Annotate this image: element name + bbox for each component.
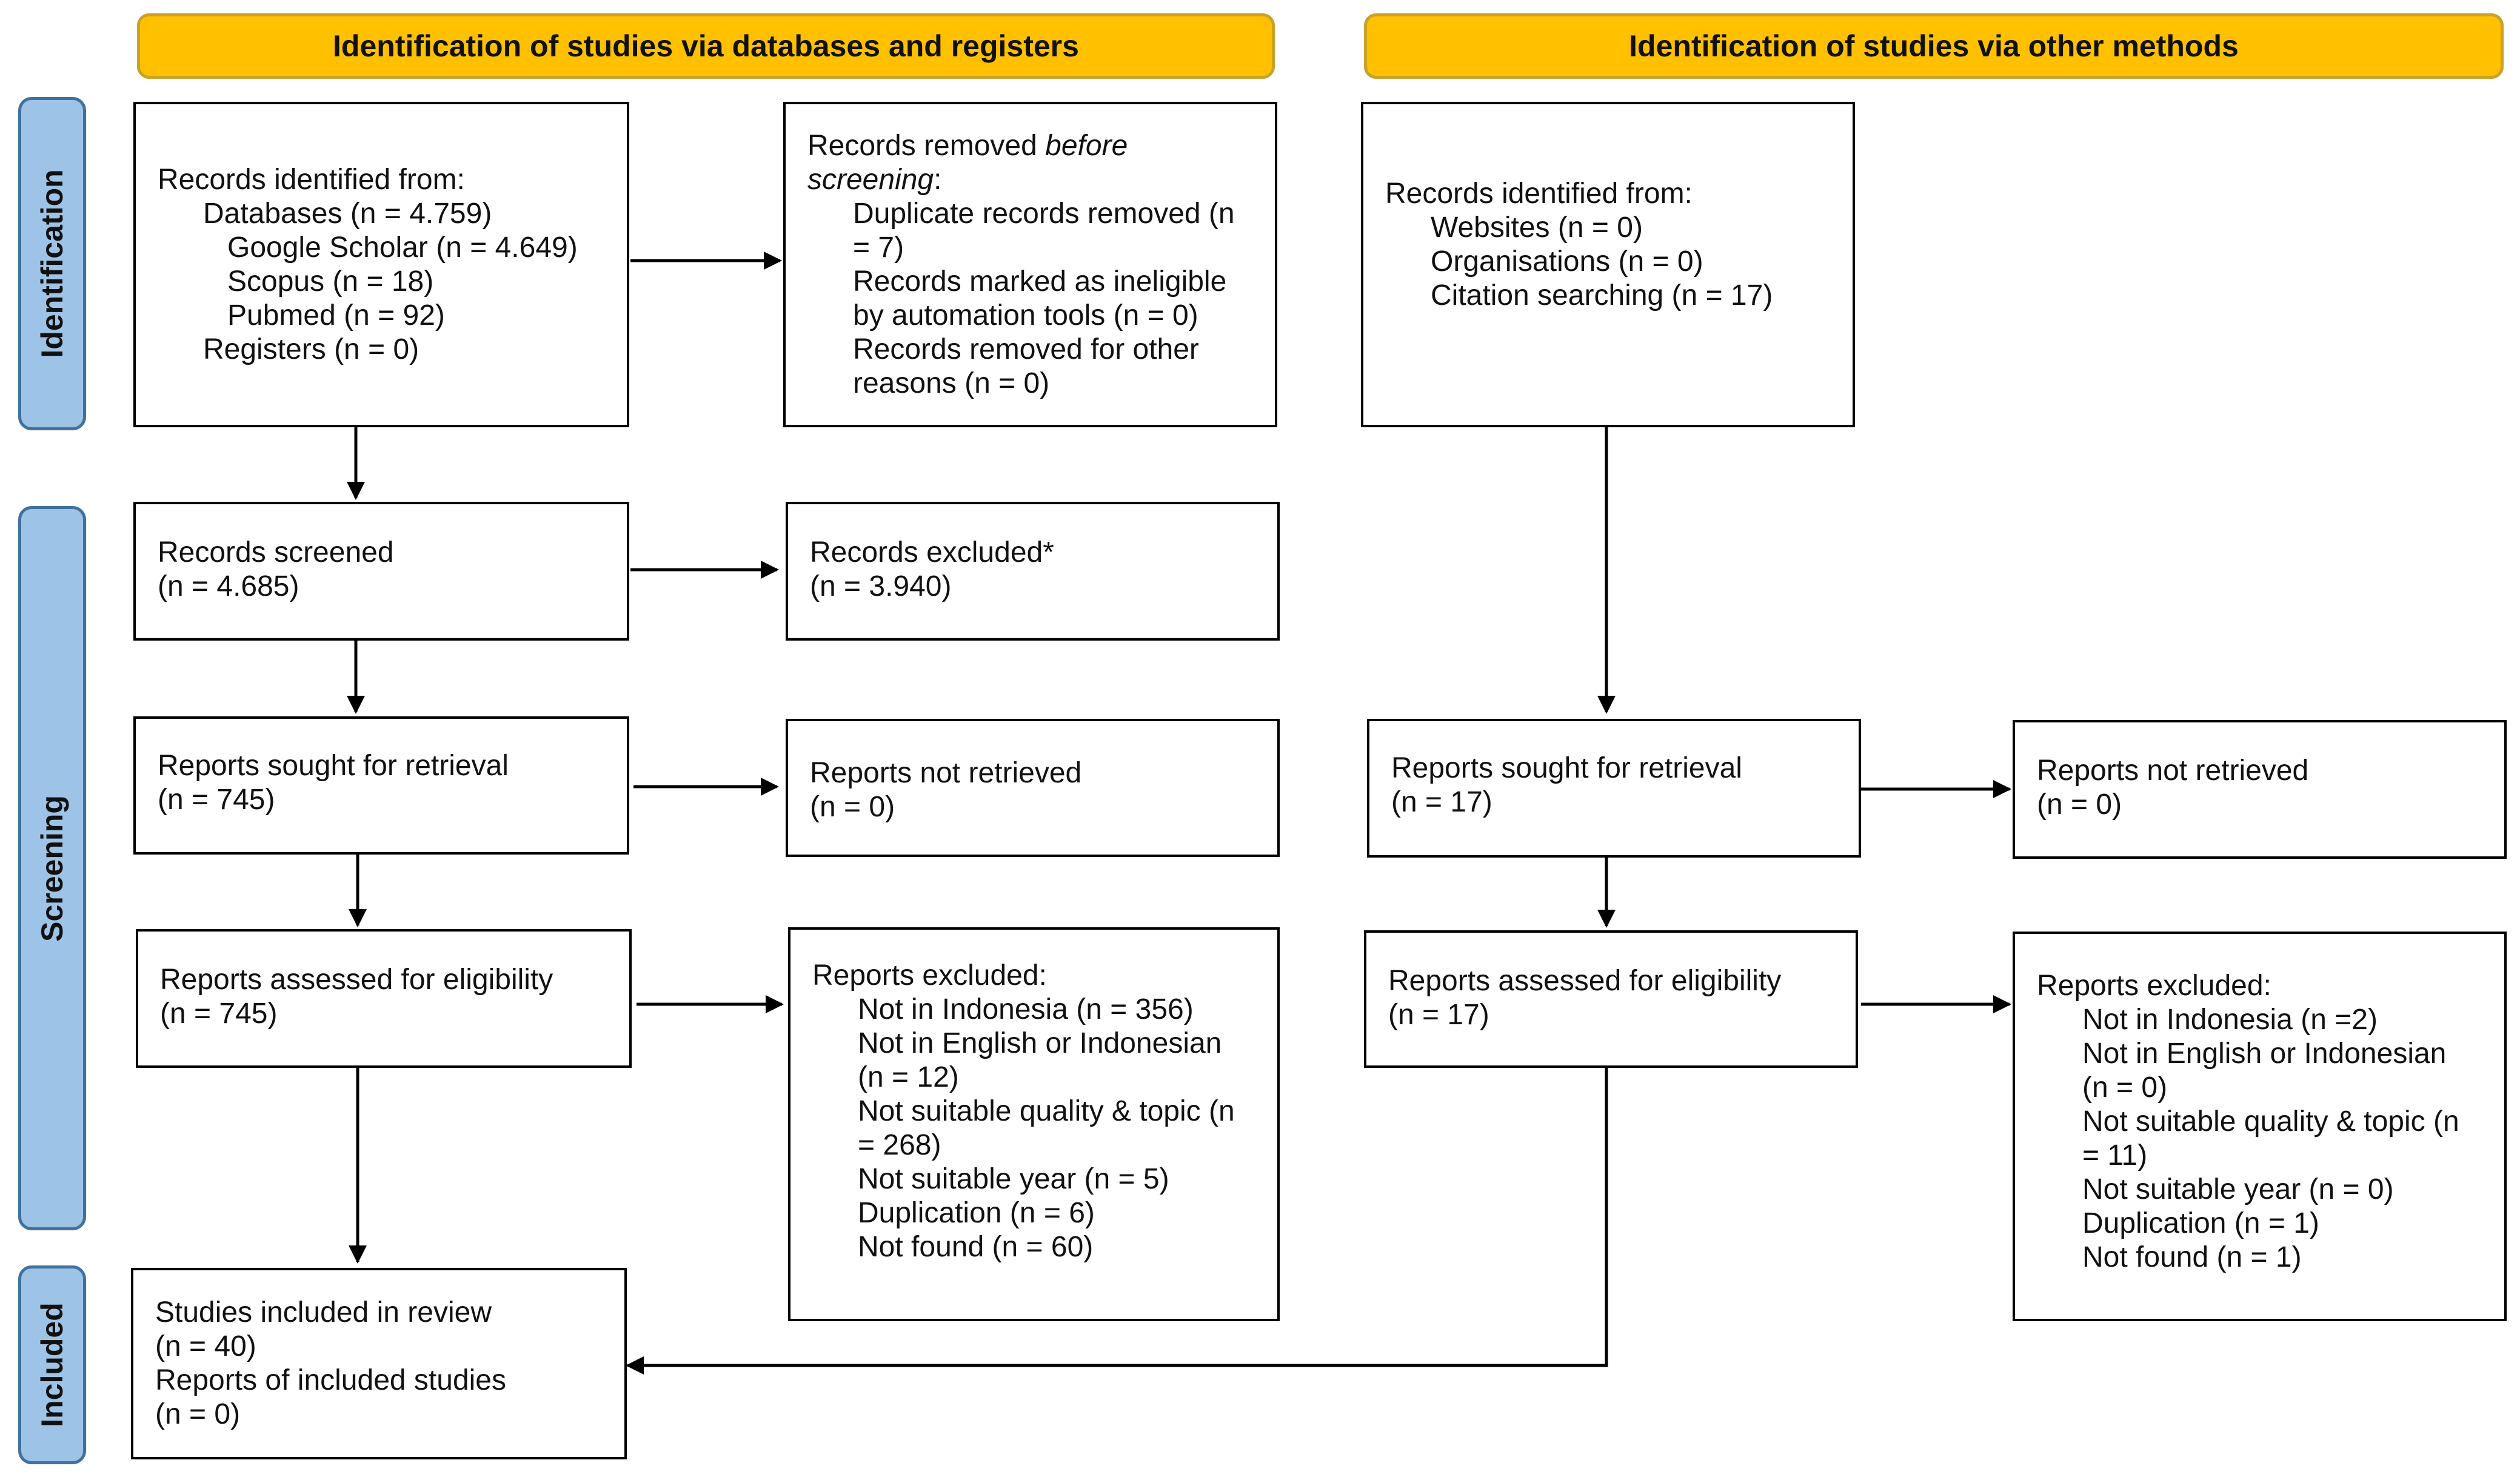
- other-rexcl-title: Reports excluded:: [2037, 970, 2271, 1002]
- db-rexcl-l1: Not in Indonesia (n = 356): [858, 993, 1194, 1025]
- included-l4: (n = 0): [155, 1398, 241, 1430]
- db-removed-title-2: screening:: [807, 163, 942, 196]
- db-identified-databases: Databases (n = 4.759): [203, 197, 492, 230]
- db-identified-registers: Registers (n = 0): [203, 333, 419, 365]
- header-other-label: Identification of studies via other meth…: [1629, 29, 2239, 63]
- db-sought-title: Reports sought for retrieval: [158, 750, 509, 782]
- other-rexcl-l7: Duplication (n = 1): [2082, 1207, 2319, 1239]
- db-removed-inel-a: Records marked as ineligible: [853, 265, 1227, 298]
- other-sought-title: Reports sought for retrieval: [1391, 752, 1742, 784]
- phase-screening: Screening: [18, 506, 86, 1230]
- db-rexcl-l3: (n = 12): [858, 1061, 959, 1093]
- other-reports-sought-box: Reports sought for retrieval (n = 17): [1367, 719, 1861, 858]
- phase-identification: Identification: [18, 97, 86, 430]
- db-identified-pubmed: Pubmed (n = 92): [227, 299, 445, 332]
- db-not-retrieved-n: (n = 0): [810, 791, 895, 823]
- other-identified-title: Records identified from:: [1385, 178, 1693, 210]
- db-identified-title: Records identified from:: [158, 163, 465, 196]
- other-rexcl-l5: = 11): [2082, 1139, 2148, 1172]
- db-assessed-n: (n = 745): [160, 998, 278, 1030]
- other-rexcl-l1: Not in Indonesia (n =2): [2082, 1004, 2378, 1036]
- db-records-identified-box: Records identified from: Databases (n = …: [133, 102, 629, 427]
- other-sought-n: (n = 17): [1391, 786, 1492, 818]
- included-l1: Studies included in review: [155, 1296, 492, 1328]
- db-excluded-n: (n = 3.940): [810, 570, 952, 602]
- other-reports-not-retrieved-box: Reports not retrieved (n = 0): [2013, 720, 2507, 859]
- other-assessed-n: (n = 17): [1388, 999, 1489, 1031]
- db-rexcl-l4: Not suitable quality & topic (n: [858, 1095, 1235, 1127]
- db-records-excluded-box: Records excluded* (n = 3.940): [786, 502, 1280, 641]
- db-excluded-title: Records excluded*: [810, 536, 1054, 568]
- db-screened-n: (n = 4.685): [158, 570, 299, 602]
- other-records-identified-box: Records identified from: Websites (n = 0…: [1361, 102, 1855, 427]
- db-reports-excluded-box: Reports excluded: Not in Indonesia (n = …: [788, 927, 1280, 1321]
- db-identified-scopus: Scopus (n = 18): [227, 265, 434, 298]
- db-removed-other-b: reasons (n = 0): [853, 367, 1050, 399]
- other-rexcl-l8: Not found (n = 1): [2082, 1241, 2302, 1273]
- db-reports-assessed-box: Reports assessed for eligibility (n = 74…: [136, 929, 632, 1068]
- db-removed-other-a: Records removed for other: [853, 333, 1199, 365]
- other-reports-excluded-box: Reports excluded: Not in Indonesia (n =2…: [2013, 932, 2507, 1321]
- db-rexcl-title: Reports excluded:: [812, 959, 1047, 992]
- db-rexcl-l6: Not suitable year (n = 5): [858, 1163, 1169, 1195]
- db-rexcl-l5: = 268): [858, 1129, 941, 1161]
- db-rexcl-l8: Not found (n = 60): [858, 1231, 1094, 1263]
- db-screened-title: Records screened: [158, 536, 394, 568]
- db-records-screened-box: Records screened (n = 4.685): [133, 502, 629, 641]
- included-l3: Reports of included studies: [155, 1364, 506, 1396]
- phase-included: Included: [18, 1265, 86, 1464]
- db-removed-dup-a: Duplicate records removed (n: [853, 197, 1235, 230]
- other-identified-citation: Citation searching (n = 17): [1431, 279, 1773, 312]
- db-reports-not-retrieved-box: Reports not retrieved (n = 0): [786, 719, 1280, 857]
- other-reports-assessed-box: Reports assessed for eligibility (n = 17…: [1364, 930, 1858, 1068]
- db-rexcl-l7: Duplication (n = 6): [858, 1197, 1095, 1229]
- db-sought-n: (n = 745): [158, 784, 275, 816]
- db-removed-inel-b: by automation tools (n = 0): [853, 299, 1198, 332]
- db-removed-dup-b: = 7): [853, 231, 904, 264]
- other-rexcl-l6: Not suitable year (n = 0): [2082, 1173, 2394, 1205]
- other-rexcl-l3: (n = 0): [2082, 1072, 2168, 1104]
- arrow-other-assessed-to-included: [626, 1068, 1608, 1375]
- other-identified-websites: Websites (n = 0): [1431, 212, 1643, 244]
- header-databases-label: Identification of studies via databases …: [333, 29, 1079, 63]
- other-assessed-title: Reports assessed for eligibility: [1388, 965, 1782, 997]
- db-reports-sought-box: Reports sought for retrieval (n = 745): [133, 716, 629, 855]
- other-rexcl-l2: Not in English or Indonesian: [2082, 1038, 2447, 1070]
- included-l2: (n = 40): [155, 1330, 256, 1362]
- db-rexcl-l2: Not in English or Indonesian: [858, 1027, 1222, 1059]
- db-removed-title: Records removed before: [807, 129, 1128, 162]
- other-not-retrieved-title: Reports not retrieved: [2037, 755, 2309, 787]
- studies-included-box: Studies included in review (n = 40) Repo…: [131, 1268, 627, 1459]
- db-not-retrieved-title: Reports not retrieved: [810, 757, 1082, 789]
- other-rexcl-l4: Not suitable quality & topic (n: [2082, 1105, 2459, 1138]
- db-records-removed-box: Records removed before screening: Duplic…: [783, 102, 1277, 427]
- other-identified-orgs: Organisations (n = 0): [1431, 245, 1703, 278]
- db-identified-google: Google Scholar (n = 4.649): [227, 231, 578, 264]
- db-assessed-title: Reports assessed for eligibility: [160, 964, 553, 996]
- other-not-retrieved-n: (n = 0): [2037, 788, 2122, 821]
- header-other-methods: Identification of studies via other meth…: [1364, 13, 2504, 79]
- header-databases: Identification of studies via databases …: [137, 13, 1275, 79]
